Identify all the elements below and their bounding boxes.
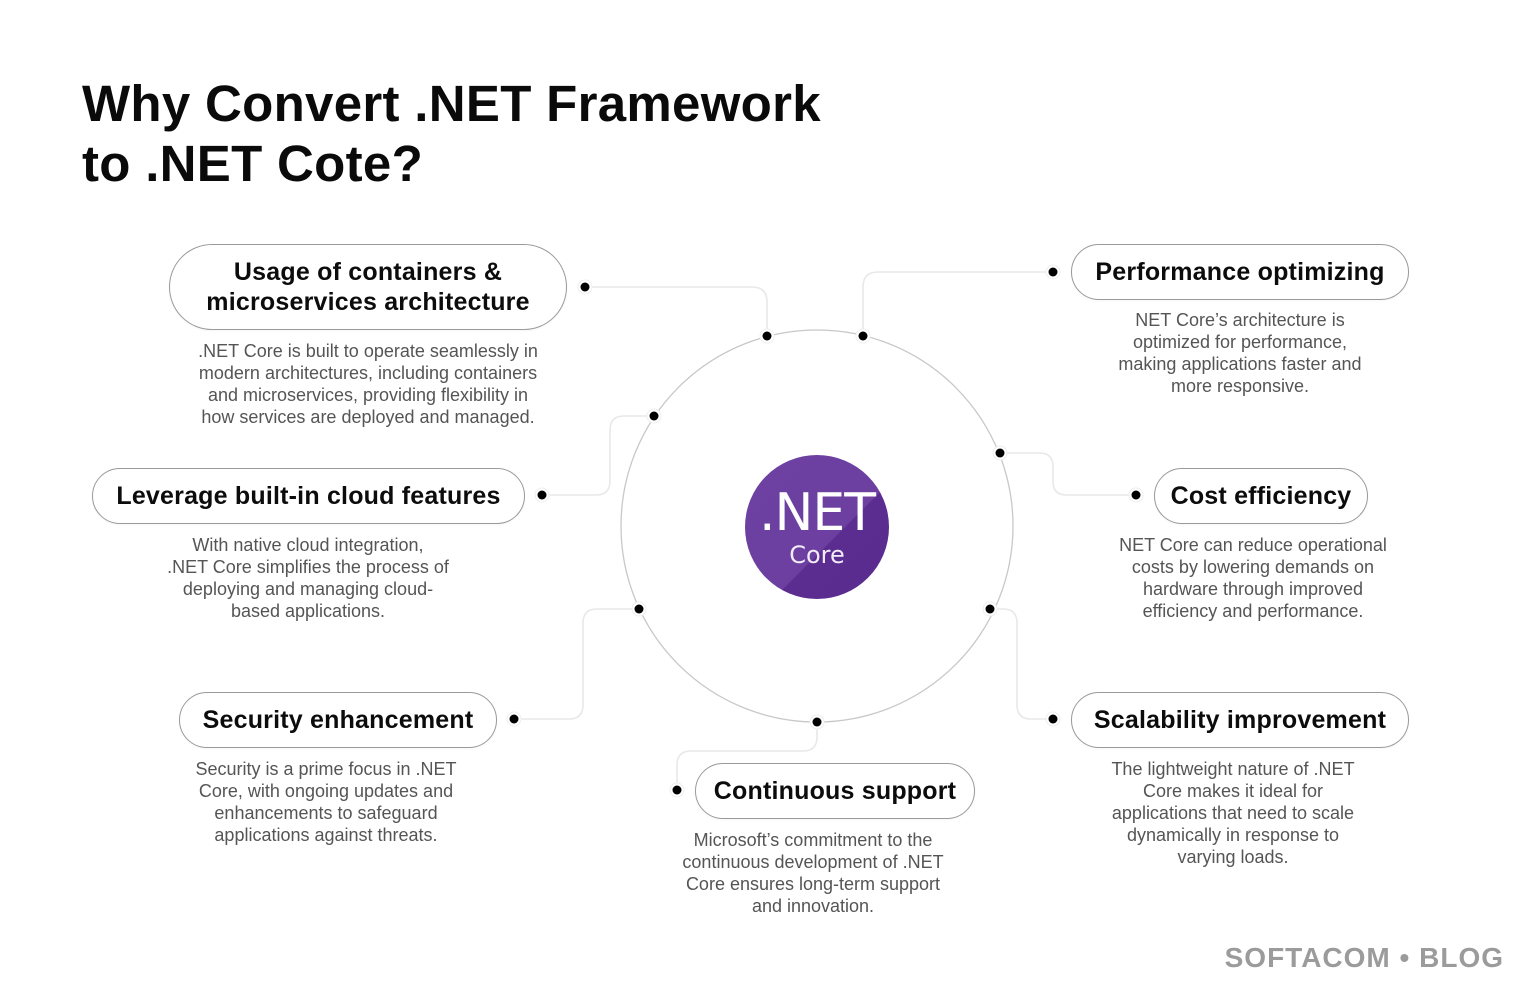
desc-line: more responsive. [1170, 376, 1310, 396]
desc-line: .NET Core is built to operate seamlessly… [198, 341, 538, 361]
dot-scalability-outer [1045, 711, 1061, 727]
node-desc-scalability: The lightweight nature of .NET Core make… [1073, 758, 1393, 868]
dot-performance-outer [1045, 264, 1061, 280]
desc-line: efficiency and performance. [1142, 601, 1364, 621]
node-title-line: Continuous support [713, 777, 957, 805]
node-desc-containers: .NET Core is built to operate seamlessly… [158, 340, 578, 428]
node-title-cost: Cost efficiency [1154, 468, 1368, 524]
dot-security-ring [631, 601, 647, 617]
node-title-containers: Usage of containers & microservices arch… [169, 244, 567, 330]
node-desc-cloud: With native cloud integration, .NET Core… [128, 534, 488, 622]
desc-line: NET Core can reduce operational [1119, 535, 1387, 555]
node-desc-support: Microsoft’s commitment to the continuous… [653, 829, 973, 917]
desc-line: how services are deployed and managed. [201, 407, 535, 427]
node-title-line: Usage of containers & [233, 258, 503, 286]
dot-cost-outer [1128, 487, 1144, 503]
dot-cloud-ring [646, 408, 662, 424]
connector-containers [585, 286, 768, 336]
node-desc-performance: NET Core’s architecture is optimized for… [1070, 309, 1410, 397]
node-title-cloud: Leverage built-in cloud features [92, 468, 525, 524]
dot-cost-ring [992, 445, 1008, 461]
desc-line: modern architectures, including containe… [198, 363, 538, 383]
dotnet-core-logo: .NET Core [745, 455, 889, 599]
logo-main-text: .NET [758, 483, 876, 543]
desc-line: Core makes it ideal for [1142, 781, 1324, 801]
desc-line: and microservices, providing flexibility… [207, 385, 529, 405]
desc-line: and innovation. [751, 896, 875, 916]
desc-line: Core, with ongoing updates and [198, 781, 454, 801]
dot-support-ring [809, 714, 825, 730]
dot-security-outer [506, 711, 522, 727]
node-title-performance: Performance optimizing [1071, 244, 1409, 300]
page-title-line-1: Why Convert .NET Framework [82, 75, 821, 132]
desc-line: making applications faster and [1118, 354, 1362, 374]
connector-performance [862, 271, 1053, 336]
brand-watermark: SOFTACOM • BLOG [1224, 942, 1504, 973]
dot-support-outer [669, 782, 685, 798]
dot-cloud-outer [534, 487, 550, 503]
dot-performance-ring [855, 328, 871, 344]
page-title: Why Convert .NET Framework to .NET Cote? [82, 74, 821, 194]
desc-line: optimized for performance, [1132, 332, 1348, 352]
desc-line: varying loads. [1177, 847, 1289, 867]
desc-line: enhancements to safeguard [214, 803, 438, 823]
node-desc-cost: NET Core can reduce operational costs by… [1093, 534, 1413, 622]
desc-line: Microsoft’s commitment to the [693, 830, 933, 850]
desc-line: deploying and managing cloud- [182, 579, 434, 599]
node-title-line: Performance optimizing [1095, 258, 1385, 286]
desc-line: applications that need to scale [1111, 803, 1355, 823]
node-desc-security: Security is a prime focus in .NET Core, … [166, 758, 486, 846]
page-title-line-2: to .NET Cote? [82, 135, 424, 192]
connector-scalability [990, 608, 1053, 720]
desc-line: dynamically in response to [1126, 825, 1340, 845]
node-title-line: Security enhancement [202, 706, 474, 734]
dot-containers-outer [577, 279, 593, 295]
desc-line: With native cloud integration, [192, 535, 424, 555]
desc-line: NET Core’s architecture is [1135, 310, 1345, 330]
node-title-line: Leverage built-in cloud features [116, 482, 501, 510]
node-title-line: Scalability improvement [1093, 706, 1387, 734]
connector-cost [1000, 452, 1136, 496]
desc-line: hardware through improved [1142, 579, 1364, 599]
desc-line: Core ensures long-term support [685, 874, 941, 894]
logo-sub-text: Core [789, 541, 845, 569]
dot-containers-ring [759, 328, 775, 344]
desc-line: based applications. [230, 601, 386, 621]
desc-line: applications against threats. [214, 825, 438, 845]
dot-scalability-ring [982, 601, 998, 617]
connector-security [514, 608, 639, 720]
node-title-scalability: Scalability improvement [1071, 692, 1409, 748]
desc-line: costs by lowering demands on [1131, 557, 1375, 577]
node-title-line: microservices architecture [206, 288, 530, 316]
node-title-security: Security enhancement [179, 692, 497, 748]
desc-line: .NET Core simplifies the process of [167, 557, 449, 577]
desc-line: Security is a prime focus in .NET [195, 759, 457, 779]
node-title-line: Cost efficiency [1170, 482, 1352, 510]
node-title-support: Continuous support [695, 763, 975, 819]
desc-line: The lightweight nature of .NET [1111, 759, 1355, 779]
desc-line: continuous development of .NET [682, 852, 944, 872]
